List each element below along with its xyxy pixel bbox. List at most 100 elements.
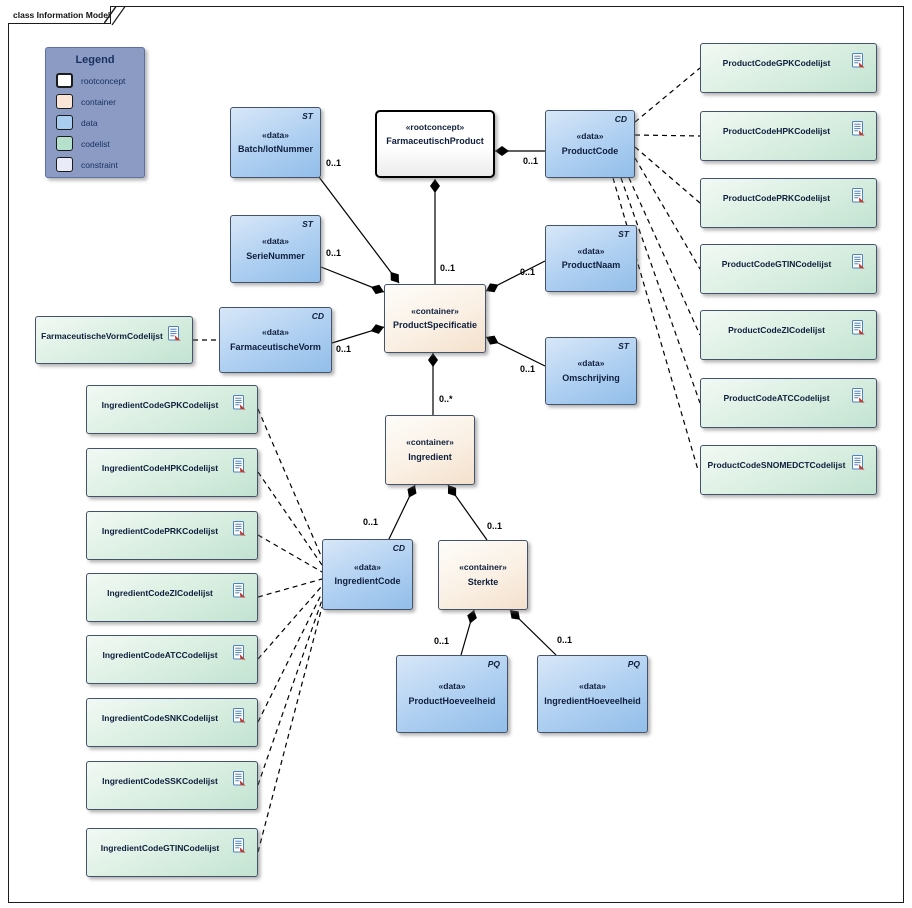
multiplicity-label: 0..1	[440, 263, 456, 273]
node-stereotype: «container»	[406, 437, 454, 448]
node-productcodeprkcodelijst[interactable]: ProductCodePRKCodelijst	[700, 178, 877, 228]
node-ingredientcodesskcodelijst[interactable]: IngredientCodeSSKCodelijst	[86, 761, 258, 810]
codelist-document-icon	[233, 838, 246, 853]
node-name: ProductSpecificatie	[392, 320, 478, 330]
node-name: ProductCode	[561, 145, 619, 156]
node-stereotype: «data»	[577, 245, 605, 256]
node-ingredient[interactable]: «container»Ingredient	[385, 415, 475, 485]
node-productcode[interactable]: CD«data»ProductCode	[545, 110, 635, 178]
multiplicity-label: 0..1	[523, 156, 539, 166]
legend-item-container: container	[56, 93, 144, 110]
node-name: FarmaceutischeVorm	[230, 341, 321, 352]
node-name: ProductNaam	[561, 260, 621, 270]
codelist-document-icon	[233, 395, 246, 410]
node-name: IngredientCodeSNKCodelijst	[101, 713, 219, 723]
node-name: Batch/lotNummer	[237, 144, 313, 154]
multiplicity-label: 0..1	[326, 158, 342, 168]
codelist-document-icon	[168, 326, 181, 341]
codelist-document-icon	[233, 771, 246, 786]
diagram-tab-corner	[104, 6, 126, 26]
node-farmaceutischevorm[interactable]: CD«data»FarmaceutischeVorm	[219, 307, 332, 373]
node-sterkte[interactable]: «container» Sterkte	[438, 540, 528, 610]
node-name: FarmaceutischeVormCodelijst	[41, 331, 163, 341]
type-badge: PQ	[627, 659, 640, 669]
node-stereotype: «container»	[459, 562, 507, 573]
node-ingredientcodezicodelijst[interactable]: IngredientCodeZICodelijst	[86, 573, 258, 622]
node-stereotype: «data»	[262, 236, 289, 247]
node-ingredientcodehpkcodelijst[interactable]: IngredientCodeHPKCodelijst	[86, 448, 258, 497]
multiplicity-label: 0..*	[439, 394, 453, 404]
diagram-tab: class Information Model	[8, 6, 111, 24]
node-ingredienthoeveelheid[interactable]: PQ«data»IngredientHoeveelheid	[537, 655, 648, 733]
node-stereotype: «data»	[438, 681, 466, 692]
legend-label: codelist	[81, 138, 110, 149]
codelist-document-icon	[852, 388, 865, 403]
node-ingredientcodesnkcodelijst[interactable]: IngredientCodeSNKCodelijst	[86, 698, 258, 747]
node-name: IngredientCodeGPKCodelijst	[101, 400, 219, 410]
legend-item-rootconcept: rootconcept	[56, 72, 144, 89]
node-ingredientcodegtincodelijst[interactable]: IngredientCodeGTINCodelijst	[86, 828, 258, 877]
node-name: IngredientCodePRKCodelijst	[101, 526, 219, 536]
node-stereotype: «data»	[354, 561, 381, 572]
node-name: ProductCodeSNOMEDCTCodelijst	[707, 460, 846, 470]
node-omschrijving[interactable]: ST«data»Omschrijving	[545, 337, 637, 405]
node-name: IngredientCodeSSKCodelijst	[102, 776, 218, 786]
codelist-document-icon	[852, 53, 865, 68]
node-productcodegtincodelijst[interactable]: ProductCodeGTINCodelijst	[700, 244, 877, 294]
legend-item-codelist: codelist	[56, 135, 144, 152]
node-stereotype: «data»	[262, 129, 289, 140]
node-productcodehpkcodelijst[interactable]: ProductCodeHPKCodelijst	[700, 111, 877, 161]
node-name: IngredientCodeHPKCodelijst	[101, 463, 219, 473]
type-badge: ST	[618, 341, 629, 351]
codelist-document-icon	[852, 320, 865, 335]
node-productcodegpkcodelijst[interactable]: ProductCodeGPKCodelijst	[700, 43, 877, 93]
legend-swatch-rootconcept	[56, 73, 73, 88]
node-ingredientcode[interactable]: CD«data»IngredientCode	[322, 539, 413, 610]
multiplicity-label: 0..1	[434, 636, 450, 646]
node-productcodesnomedctcodelijst[interactable]: ProductCodeSNOMEDCTCodelijst	[700, 445, 877, 495]
codelist-document-icon	[233, 521, 246, 536]
legend-item-data: data	[56, 114, 144, 131]
node-ingredientcodeatccodelijst[interactable]: IngredientCodeATCCodelijst	[86, 635, 258, 684]
node-stereotype: «data»	[579, 681, 606, 692]
node-name: ProductCodeGPKCodelijst	[722, 58, 831, 68]
diagram-tab-label: class Information Model	[13, 9, 111, 20]
type-badge: ST	[302, 219, 313, 229]
node-stereotype: «data»	[576, 131, 604, 142]
codelist-document-icon	[233, 645, 246, 660]
codelist-document-icon	[852, 254, 865, 269]
node-productcodezicodelijst[interactable]: ProductCodeZICodelijst	[700, 310, 877, 360]
node-name: IngredientCodeATCCodelijst	[102, 650, 218, 660]
node-name: IngredientCode	[334, 576, 401, 586]
legend-label: data	[81, 117, 98, 128]
legend-swatch-constraint	[56, 157, 73, 172]
multiplicity-label: 0..1	[326, 248, 342, 258]
codelist-document-icon	[852, 188, 865, 203]
node-farmaceutischproduct[interactable]: «rootconcept»FarmaceutischProduct	[375, 110, 495, 178]
node-stereotype: «rootconcept»	[405, 122, 465, 132]
node-serienummer[interactable]: ST«data»SerieNummer	[230, 215, 321, 283]
node-productcodeatccodelijst[interactable]: ProductCodeATCCodelijst	[700, 378, 877, 428]
node-ingredientcodegpkcodelijst[interactable]: IngredientCodeGPKCodelijst	[86, 385, 258, 434]
legend-title: Legend	[75, 54, 115, 66]
type-badge: ST	[302, 111, 313, 121]
node-farmaceutischevormcodelijst[interactable]: FarmaceutischeVormCodelijst	[35, 316, 193, 364]
codelist-document-icon	[233, 708, 246, 723]
node-productnaam[interactable]: ST«data»ProductNaam	[545, 225, 637, 292]
node-productspecificatie[interactable]: «container»ProductSpecificatie	[384, 284, 486, 353]
multiplicity-label: 0..1	[520, 267, 536, 277]
node-producthoeveelheid[interactable]: PQ«data»ProductHoeveelheid	[396, 655, 508, 733]
node-name: IngredientCodeZICodelijst	[107, 588, 213, 598]
node-ingredientcodeprkcodelijst[interactable]: IngredientCodePRKCodelijst	[86, 511, 258, 560]
node-batch-lotnummer[interactable]: ST «data» Batch/lotNummer	[230, 107, 321, 178]
legend-swatch-data	[56, 115, 73, 130]
node-name: IngredientCodeGTINCodelijst	[100, 843, 220, 853]
codelist-document-icon	[233, 583, 246, 598]
multiplicity-label: 0..1	[557, 635, 573, 645]
multiplicity-label: 0..1	[487, 521, 503, 531]
legend-label: container	[81, 96, 116, 107]
node-name: Sterkte	[467, 576, 499, 587]
multiplicity-label: 0..1	[520, 364, 536, 374]
legend-swatch-container	[56, 94, 73, 109]
